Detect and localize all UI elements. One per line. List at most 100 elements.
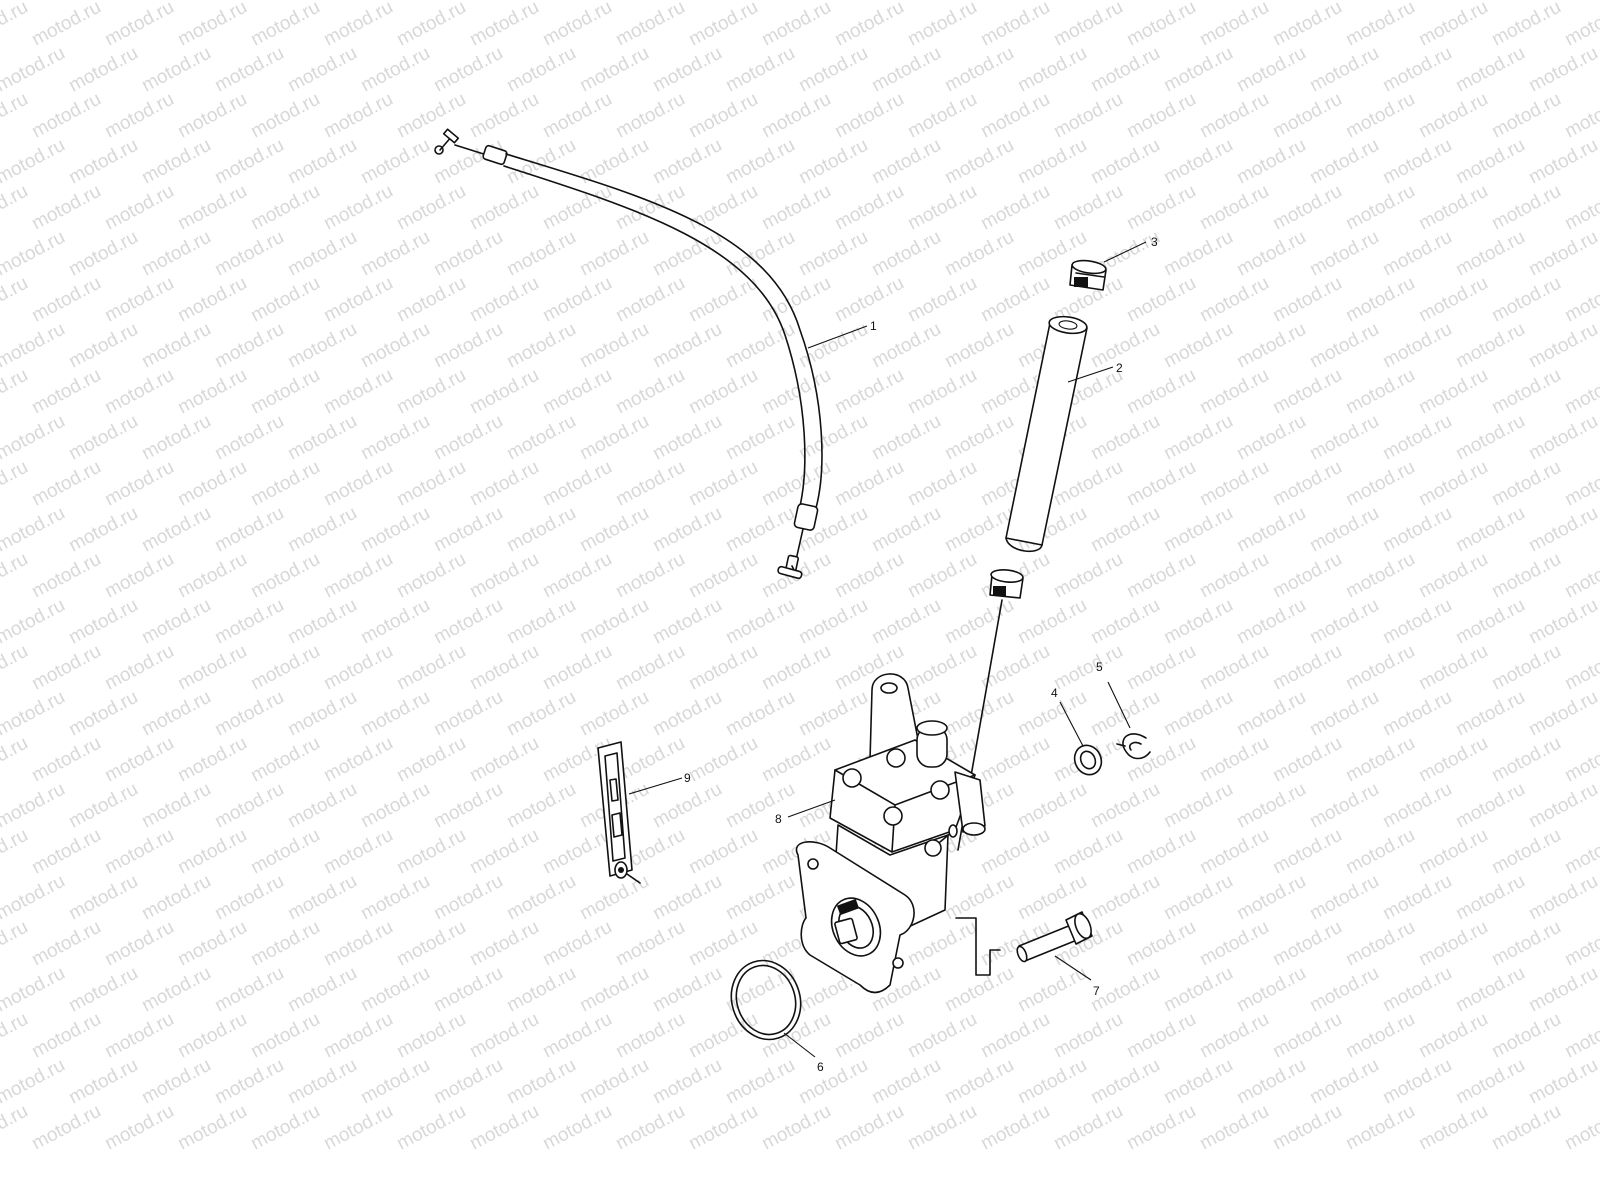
watermark-text: motod.ru — [1452, 779, 1528, 833]
watermark-text: motod.ru — [393, 457, 469, 511]
watermark-text: motod.ru — [722, 1055, 798, 1109]
watermark-text: motod.ru — [466, 273, 542, 327]
watermark-text: motod.ru — [1087, 43, 1163, 97]
callout-6: 6 — [817, 1060, 824, 1074]
watermark-text: motod.ru — [174, 89, 250, 143]
watermark-text: motod.ru — [174, 825, 250, 879]
watermark-text: motod.ru — [503, 1055, 579, 1109]
watermark-text: motod.ru — [28, 641, 104, 695]
watermark-text: motod.ru — [466, 549, 542, 603]
watermark-text: motod.ru — [1233, 411, 1309, 465]
watermark-text: motod.ru — [1525, 227, 1600, 281]
watermark-text: motod.ru — [174, 733, 250, 787]
watermark-text: motod.ru — [1233, 963, 1309, 1017]
watermark-text: motod.ru — [174, 0, 250, 50]
watermark-text: motod.ru — [138, 503, 214, 557]
watermark-text: motod.ru — [612, 457, 688, 511]
watermark-text: motod.ru — [1306, 1055, 1382, 1109]
watermark-text: motod.ru — [904, 549, 980, 603]
watermark-text: motod.ru — [722, 595, 798, 649]
watermark-text: motod.ru — [1196, 0, 1272, 50]
watermark-text: motod.ru — [247, 0, 323, 50]
watermark-text: motod.ru — [1488, 641, 1564, 695]
watermark-text: motod.ru — [357, 779, 433, 833]
watermark-text: motod.ru — [1379, 687, 1455, 741]
watermark-text: motod.ru — [1561, 733, 1600, 787]
watermark-text: motod.ru — [649, 411, 725, 465]
gauge-strip-part — [597, 741, 641, 884]
watermark-text: motod.ru — [1233, 1055, 1309, 1109]
watermark-text: motod.ru — [685, 917, 761, 971]
watermark-text: motod.ru — [101, 0, 177, 50]
watermark-text: motod.ru — [1415, 917, 1491, 971]
watermark-text: motod.ru — [1525, 963, 1600, 1017]
watermark-text: motod.ru — [393, 549, 469, 603]
watermark-text: motod.ru — [1123, 1101, 1199, 1155]
watermark-text: motod.ru — [1269, 89, 1345, 143]
watermark-text: motod.ru — [0, 1009, 32, 1063]
watermark-text: motod.ru — [0, 779, 69, 833]
watermark-text: motod.ru — [284, 0, 360, 4]
watermark-text: motod.ru — [174, 641, 250, 695]
watermark-text: motod.ru — [831, 1009, 907, 1063]
watermark-text: motod.ru — [1488, 825, 1564, 879]
watermark-text: motod.ru — [576, 871, 652, 925]
watermark-text: motod.ru — [1233, 779, 1309, 833]
watermark-text: motod.ru — [1269, 917, 1345, 971]
watermark-text: motod.ru — [174, 365, 250, 419]
watermark-text: motod.ru — [1123, 917, 1199, 971]
watermark-text: motod.ru — [357, 411, 433, 465]
watermark-text: motod.ru — [868, 411, 944, 465]
watermark-text: motod.ru — [466, 89, 542, 143]
watermark-text: motod.ru — [211, 135, 287, 189]
hose-clamp-lower — [989, 569, 1024, 599]
watermark-text: motod.ru — [977, 825, 1053, 879]
watermark-text: motod.ru — [466, 641, 542, 695]
watermark-text: motod.ru — [1525, 503, 1600, 557]
watermark-text: motod.ru — [466, 1101, 542, 1155]
watermark-text: motod.ru — [722, 779, 798, 833]
watermark-text: motod.ru — [1452, 963, 1528, 1017]
watermark-text: motod.ru — [0, 503, 69, 557]
watermark-text: motod.ru — [320, 825, 396, 879]
watermark-text: motod.ru — [1525, 411, 1600, 465]
watermark-text: motod.ru — [174, 1101, 250, 1155]
leader-lines — [628, 241, 1147, 1058]
watermark-text: motod.ru — [1525, 595, 1600, 649]
watermark-text: motod.ru — [1452, 227, 1528, 281]
watermark-text: motod.ru — [247, 365, 323, 419]
watermark-text: motod.ru — [1087, 779, 1163, 833]
watermark-text: motod.ru — [28, 457, 104, 511]
watermark-text: motod.ru — [1269, 181, 1345, 235]
hose-clamp-part — [1069, 259, 1107, 291]
watermark-text: motod.ru — [1306, 43, 1382, 97]
watermark-text: motod.ru — [1123, 1009, 1199, 1063]
watermark-text: motod.ru — [1306, 963, 1382, 1017]
watermark-text: motod.ru — [576, 43, 652, 97]
watermark-text: motod.ru — [1379, 411, 1455, 465]
watermark-text: motod.ru — [1050, 1101, 1126, 1155]
watermark-text: motod.ru — [1160, 135, 1236, 189]
washer-part — [1073, 744, 1103, 776]
watermark-text: motod.ru — [284, 779, 360, 833]
bolt-part — [1016, 911, 1093, 963]
watermark-text: motod.ru — [211, 595, 287, 649]
watermark-text: motod.ru — [65, 503, 141, 557]
watermark-text: motod.ru — [1488, 1101, 1564, 1155]
watermark-text: motod.ru — [503, 227, 579, 281]
watermark-text: motod.ru — [284, 43, 360, 97]
watermark-text: motod.ru — [1160, 1055, 1236, 1109]
watermark-text: motod.ru — [722, 43, 798, 97]
watermark-text: motod.ru — [1452, 135, 1528, 189]
watermark-text: motod.ru — [320, 733, 396, 787]
watermark-text: motod.ru — [576, 411, 652, 465]
hose-part — [1005, 315, 1088, 553]
watermark-text: motod.ru — [430, 411, 506, 465]
watermark-text: motod.ru — [612, 0, 688, 50]
watermark-text: motod.ru — [284, 963, 360, 1017]
watermark-text: motod.ru — [28, 365, 104, 419]
watermark-text: motod.ru — [1196, 181, 1272, 235]
watermark-text: motod.ru — [430, 595, 506, 649]
watermark-text: motod.ru — [138, 963, 214, 1017]
watermark-text: motod.ru — [247, 1009, 323, 1063]
